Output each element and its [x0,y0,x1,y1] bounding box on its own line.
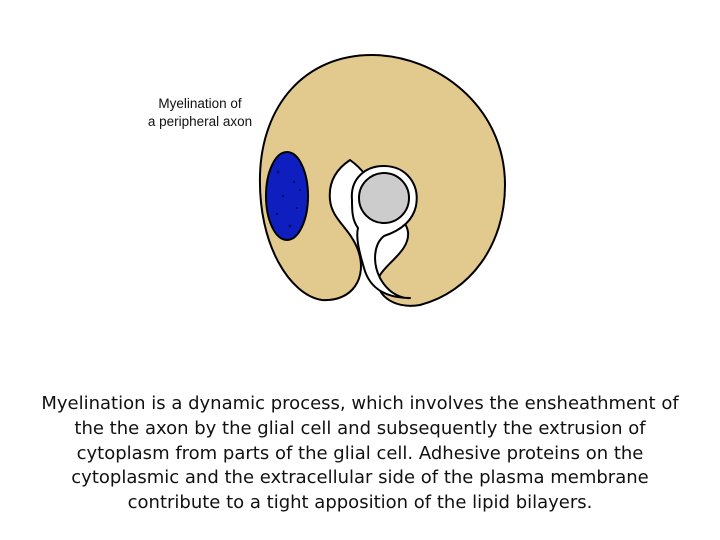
caption-text: Myelination is a dynamic process, which … [0,392,720,516]
caption-line-1: Myelination is a dynamic process, which … [41,393,679,414]
nucleus-chromatin [275,170,301,228]
diagram-label-line-2: a peripheral axon [148,114,252,129]
caption-line-5: contribute to a tight apposition of the … [127,492,593,514]
caption-line-2: the the axon by the glial cell and subse… [74,417,646,439]
nucleus [265,151,309,241]
caption-line-3: cytoplasm from parts of the glial cell. … [76,442,644,464]
myelination-diagram: Myelination of a peripheral axon [148,54,506,307]
caption-line-4: cytoplasmic and the extracellular side o… [71,467,649,489]
axon [358,172,410,224]
diagram-label-line-1: Myelination of [158,96,242,111]
